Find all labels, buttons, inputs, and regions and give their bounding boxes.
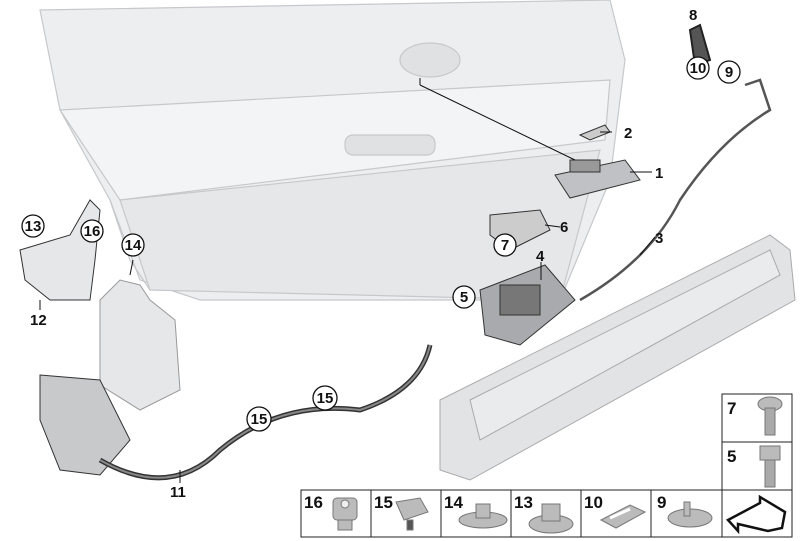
- callout-15b: 15: [317, 390, 334, 407]
- part-1-switch: [554, 159, 641, 199]
- callout-15a: 15: [251, 411, 268, 428]
- part-11-motor: [39, 374, 131, 476]
- part-12-bracket: [19, 199, 101, 301]
- trim-panel: [439, 234, 796, 481]
- legend-num-10: 10: [584, 493, 603, 512]
- flange-screw-icon: [458, 503, 508, 529]
- callout-12: 12: [30, 312, 47, 329]
- direction-arrow-icon: [725, 494, 787, 535]
- part-14-reservoir: [99, 279, 181, 411]
- legend-num-13: 13: [514, 493, 533, 512]
- callout-7: 7: [501, 237, 509, 254]
- callout-11: 11: [170, 484, 186, 501]
- clip-plate-icon: [599, 504, 647, 529]
- callout-5: 5: [460, 289, 468, 306]
- part-4-lock: [479, 264, 576, 346]
- callout-13: 13: [25, 218, 42, 235]
- legend-num-5: 5: [727, 447, 736, 466]
- callout-8: 8: [689, 7, 697, 24]
- callout-6: 6: [560, 219, 568, 236]
- legend-num-15: 15: [374, 493, 393, 512]
- part-3-cable: [579, 78, 772, 302]
- bottom-legend: 16 15 14 13 10 9: [300, 489, 793, 538]
- callout-10: 10: [690, 60, 707, 77]
- circled-callouts: [21, 56, 741, 432]
- callout-4: 4: [536, 248, 545, 265]
- legend-num-16: 16: [304, 493, 323, 512]
- callout-14: 14: [125, 237, 142, 254]
- side-legend: 7 5: [721, 393, 793, 491]
- leader-lines: [39, 78, 656, 483]
- tailgate-panel: [39, 0, 626, 301]
- callout-9: 9: [725, 64, 733, 81]
- callout-1: 1: [655, 165, 663, 182]
- washer-nut-icon: [528, 503, 574, 534]
- callout-3: 3: [655, 230, 663, 247]
- cable-clip-icon: [395, 497, 429, 531]
- callout-2: 2: [624, 125, 632, 142]
- collar-nut-icon: [332, 497, 358, 531]
- callout-16: 16: [84, 223, 101, 240]
- legend-num-7: 7: [727, 399, 736, 418]
- legend-num-9: 9: [657, 493, 666, 512]
- callout-labels: 1 2 3 4 6 8 11 12: [30, 7, 697, 501]
- torx-screw-icon: [757, 396, 783, 436]
- legend-num-14: 14: [444, 493, 463, 512]
- hex-bolt-icon: [759, 445, 781, 488]
- grommet-clip-icon: [667, 501, 713, 528]
- part-8-pull-handle: [688, 23, 712, 67]
